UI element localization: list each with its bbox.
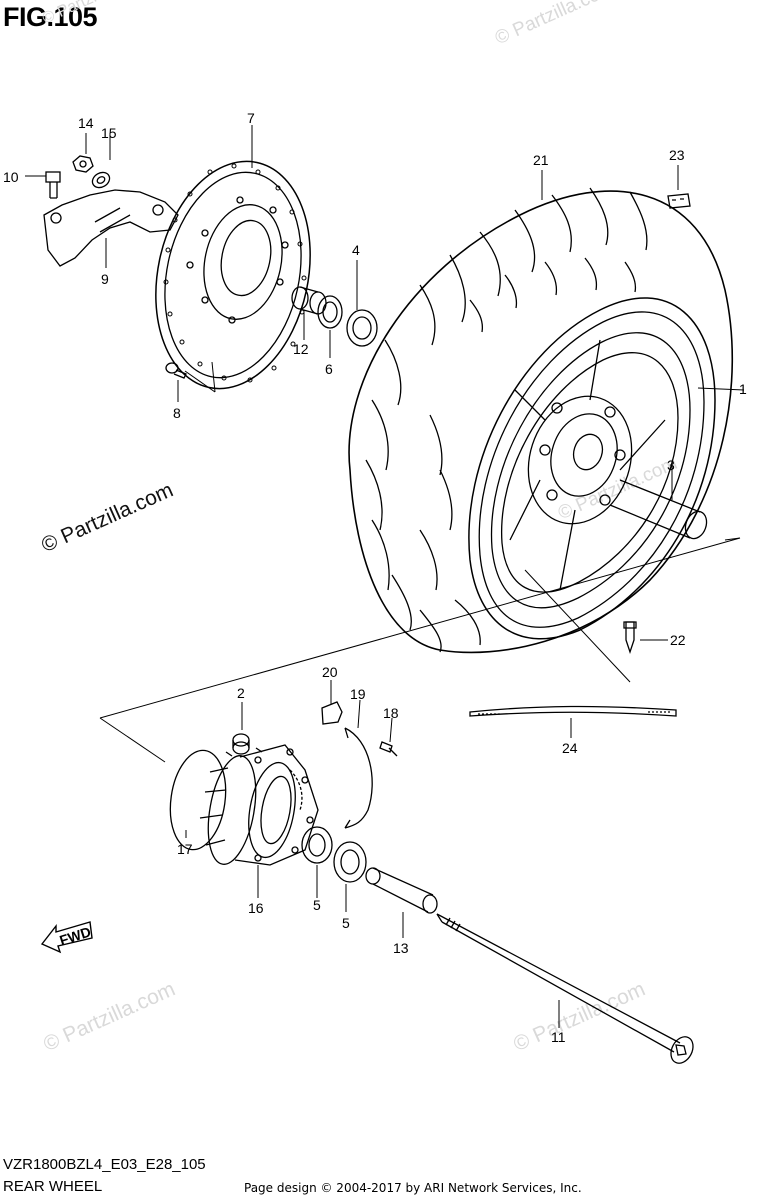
fwd-arrow	[40, 921, 93, 954]
callout-1[interactable]: 1	[739, 381, 747, 397]
screw-18	[379, 741, 398, 757]
spacer-13	[365, 867, 438, 914]
o-ring-17	[169, 749, 227, 851]
brake-disc	[155, 160, 311, 393]
axle-11	[436, 913, 694, 1064]
callout-9[interactable]: 9	[101, 271, 109, 287]
caliper-bracket	[43, 189, 179, 267]
callout-10[interactable]: 10	[3, 169, 19, 185]
callout-11[interactable]: 11	[551, 1029, 566, 1045]
rim-band-24	[469, 705, 677, 717]
callout-8[interactable]: 8	[173, 405, 181, 421]
callout-18[interactable]: 18	[383, 705, 399, 721]
callout-16[interactable]: 16	[248, 900, 264, 916]
fwd-label: FWD	[58, 923, 93, 948]
callout-14[interactable]: 14	[78, 115, 94, 131]
valve-22	[623, 621, 637, 655]
plate-20	[321, 701, 343, 725]
oil-seal-6	[317, 295, 343, 329]
callout-17[interactable]: 17	[177, 841, 193, 857]
model-code: VZR1800BZL4_E03_E28_105	[3, 1156, 206, 1173]
page-credit: Page design © 2004-2017 by ARI Network S…	[244, 1181, 582, 1195]
bearing-4	[346, 309, 378, 347]
callout-5b[interactable]: 5	[342, 915, 350, 931]
callout-23[interactable]: 23	[669, 147, 685, 163]
nut-14	[72, 155, 94, 173]
callout-19[interactable]: 19	[350, 686, 366, 702]
callout-6[interactable]: 6	[325, 361, 333, 377]
assembly-plane-line	[99, 537, 741, 719]
circlip-19	[344, 727, 373, 829]
bearing-5b	[333, 841, 367, 883]
washer-15	[91, 171, 111, 189]
callout-22[interactable]: 22	[670, 632, 686, 648]
callout-2[interactable]: 2	[237, 685, 245, 701]
bearing-5a	[301, 826, 333, 864]
leader-lines	[25, 125, 745, 1028]
callout-labels: 1 2 3 4 5 5 6 7 8 9 10 11 12 13 14 15 16…	[3, 110, 747, 1045]
bolt-10	[45, 171, 61, 199]
callout-24[interactable]: 24	[562, 740, 578, 756]
callout-21[interactable]: 21	[533, 152, 549, 168]
callout-4[interactable]: 4	[352, 242, 360, 258]
callout-12[interactable]: 12	[293, 341, 309, 357]
callout-3[interactable]: 3	[667, 457, 675, 473]
rear-tire	[348, 187, 734, 654]
callout-15[interactable]: 15	[101, 125, 117, 141]
axle-spacer-3	[609, 479, 708, 540]
balance-weight-23	[667, 193, 691, 209]
figure-title: FIG.105	[3, 2, 98, 32]
sprocket-mount-16	[199, 744, 319, 866]
callout-20[interactable]: 20	[322, 664, 338, 680]
section-name: REAR WHEEL	[3, 1178, 103, 1195]
bolt-8	[165, 362, 187, 379]
damper-2	[232, 733, 250, 755]
callout-5a[interactable]: 5	[313, 897, 321, 913]
callout-7[interactable]: 7	[247, 110, 255, 126]
callout-13[interactable]: 13	[393, 940, 409, 956]
